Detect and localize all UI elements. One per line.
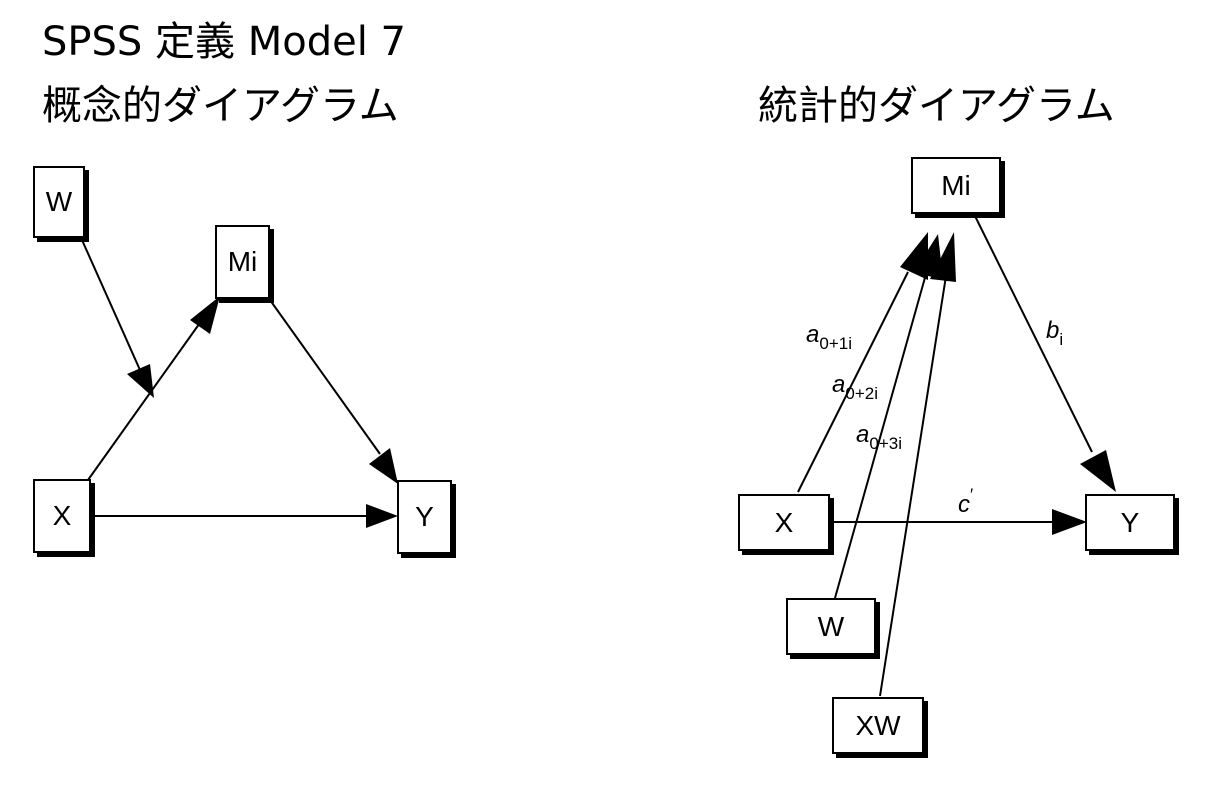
conceptual-node-w: W (33, 166, 85, 238)
edge-mi-to-y (269, 299, 381, 455)
arrowhead-stat-xw-mi (930, 232, 956, 282)
edge-stat-w-to-mi (834, 273, 927, 599)
statistical-diagram-title: 統計的ダイアグラム (758, 83, 1115, 129)
arrowhead-stat-x-y (1052, 509, 1087, 535)
edge-x-to-mi (87, 319, 203, 481)
conceptual-diagram-title: 概念的ダイアグラム (42, 83, 399, 129)
label-a2: a0+2i (832, 371, 878, 403)
statistical-node-y: Y (1085, 494, 1175, 551)
edge-w-to-path (81, 239, 141, 371)
edge-stat-x-to-mi (797, 271, 909, 493)
statistical-node-xw: XW (832, 697, 924, 754)
conceptual-node-y: Y (397, 480, 452, 554)
edge-stat-xw-to-mi (879, 275, 947, 697)
arrowhead-x-mi (190, 296, 220, 334)
conceptual-node-x: X (33, 479, 91, 553)
edge-stat-mi-to-y (974, 215, 1093, 453)
statistical-node-w: W (786, 598, 876, 655)
arrowhead-x-y (366, 504, 398, 528)
arrowhead-w-path (127, 364, 154, 398)
label-b: bi (1046, 317, 1063, 349)
arrowhead-mi-y (369, 448, 398, 484)
heading-title: SPSS 定義 Model 7 (42, 19, 406, 65)
statistical-node-mi: Mi (911, 157, 1001, 214)
conceptual-node-mi: Mi (215, 225, 270, 299)
label-a3: a0+3i (856, 421, 902, 453)
statistical-node-x: X (738, 494, 830, 551)
label-c-prime: c′ (958, 485, 973, 518)
arrowhead-stat-mi-y (1080, 450, 1116, 492)
label-a1: a0+1i (806, 321, 852, 353)
